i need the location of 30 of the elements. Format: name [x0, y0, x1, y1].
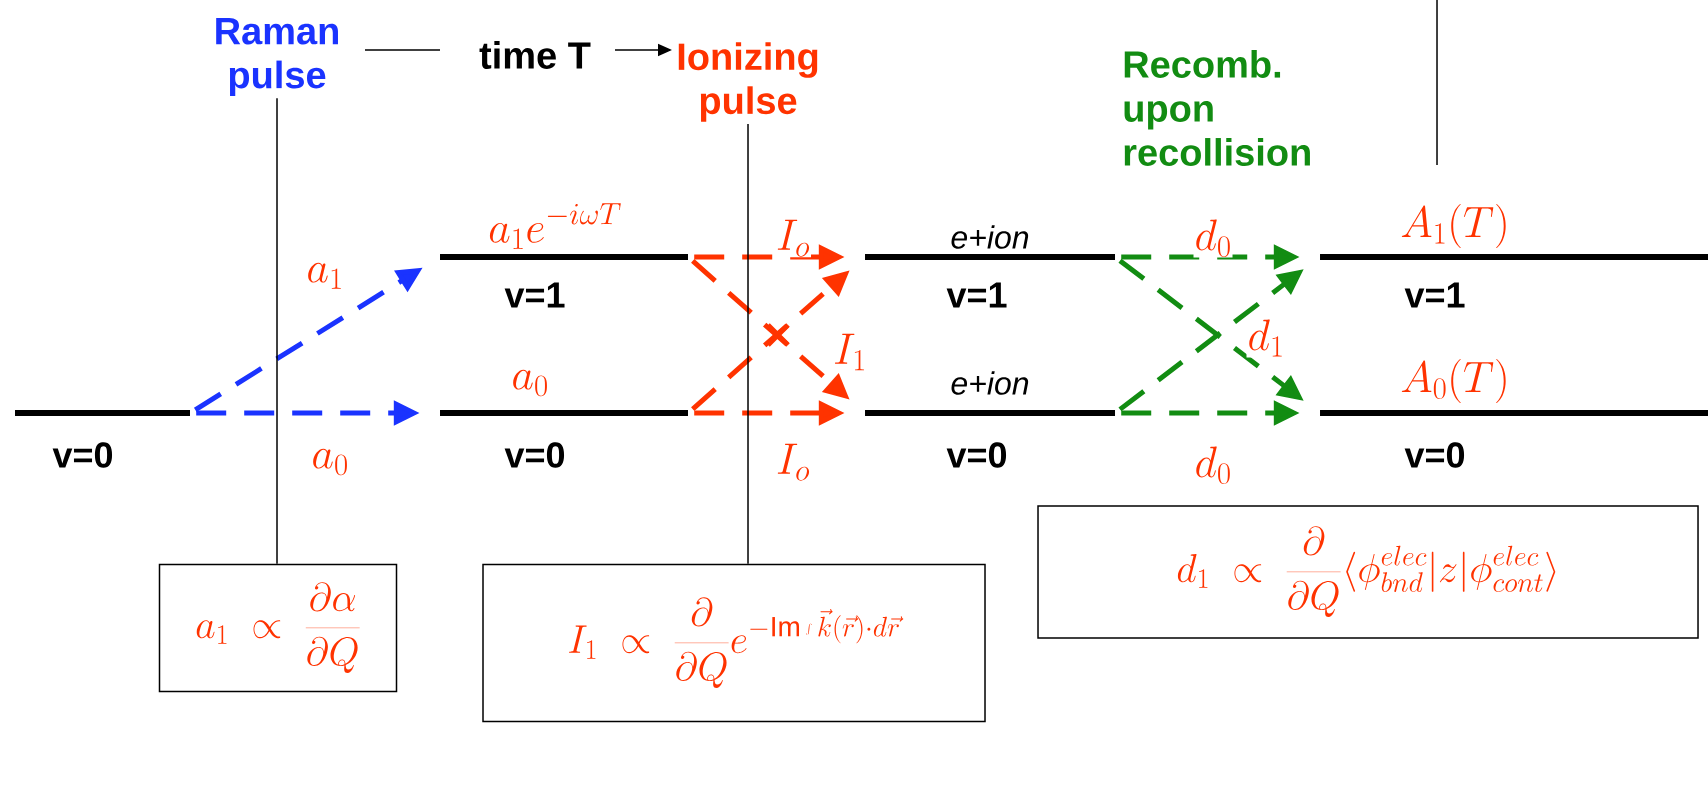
edge-label: $d_1$ [1249, 319, 1282, 357]
edge-label: $I_o$ [777, 219, 810, 257]
amplitude-label: $a_1 e^{-i\omega T}$ [489, 203, 621, 249]
edge-label: $I_o$ [777, 443, 810, 481]
pulse-heading: Ionizing pulse [678, 42, 818, 122]
edge-label: $a_0$ [313, 448, 347, 476]
level-label: v=0 [946, 442, 1007, 468]
connector-line [747, 123, 749, 565]
level-label: v=0 [52, 442, 113, 468]
level-label: v=1 [946, 282, 1007, 308]
amplitude-label: $a_0$ [513, 369, 547, 397]
formula-box: $a_1 \;\propto\; \frac{\partial\alpha}{\partial Q}$ [158, 563, 398, 693]
edge-label: $I_1$ [835, 333, 864, 371]
amplitude-label: $A_0(T)$ [1401, 359, 1506, 403]
connector-line [276, 97, 278, 565]
state-label: e+ion [951, 225, 1029, 249]
level-label: v=0 [504, 442, 565, 468]
time-label: time T [479, 41, 591, 69]
edge-label: $d_0$ [1196, 219, 1230, 258]
formula-box: $I_1 \;\propto\; \frac{\partial}{\partial Q}e^{-\mathrm{Im}\int\vec{k}(\vec{r})\cdot d\vec{r}}$ [482, 563, 986, 723]
pulse-heading: Raman pulse [216, 18, 338, 96]
level-label: v=0 [1404, 442, 1465, 468]
state-label: e+ion [951, 371, 1029, 395]
process-heading: Recomb. upon recollision [1124, 50, 1310, 166]
level-label: v=1 [1404, 282, 1465, 308]
amplitude-label: $A_1(T)$ [1401, 204, 1506, 248]
edge-label: $a_1$ [308, 262, 341, 289]
edge-label: $d_0$ [1196, 446, 1230, 485]
formula-box: $d_1 \;\propto\; \frac{\partial}{\partial Q}\big\langle\phi^{elec}_{bnd}|z|\phi^{elec}_{cont}\big\rangle$ [1037, 505, 1699, 639]
level-label: v=1 [504, 282, 565, 308]
